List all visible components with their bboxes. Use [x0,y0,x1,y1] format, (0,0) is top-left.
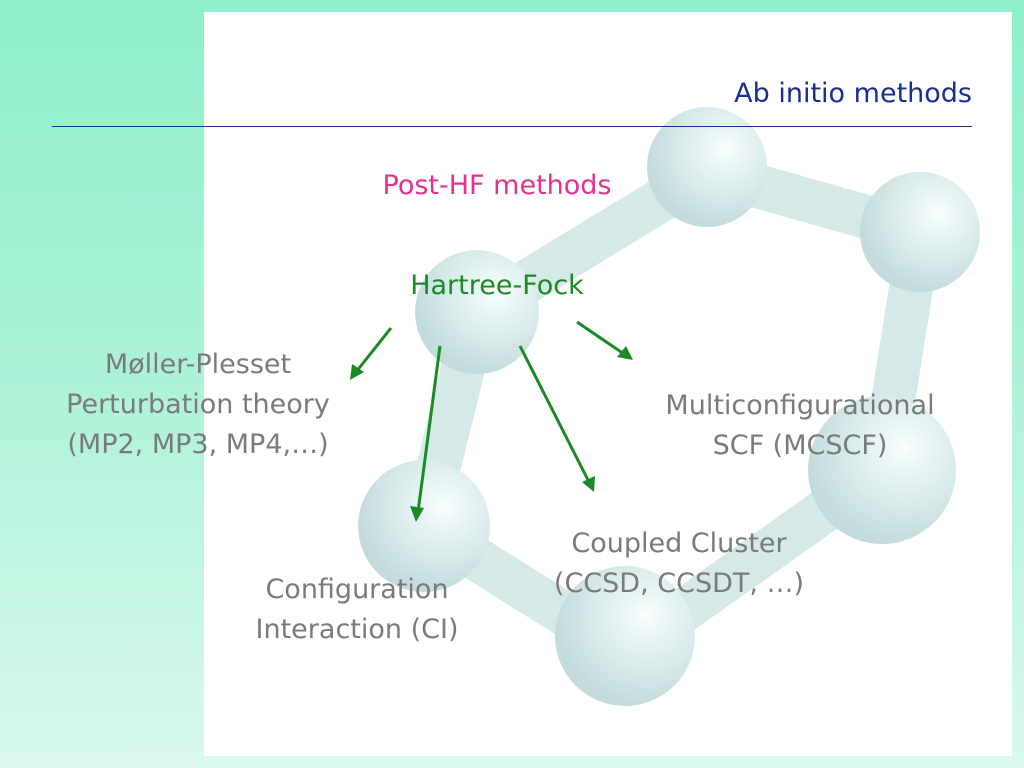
arrowhead-configuration-interaction [410,506,424,522]
moller-plesset-line-3: (MP2, MP3, MP4,…) [67,429,329,460]
arrow-to-coupled-cluster [518,345,591,483]
mcscf-line-2: SCF (MCSCF) [712,430,888,461]
configuration-interaction-line-1: Configuration [265,574,449,605]
configuration-interaction-line-2: Interaction (CI) [255,614,459,645]
arrow-to-mcscf [576,320,625,356]
mcscf-line-1: Multiconfigurational [665,390,935,421]
coupled-cluster-line-1: Coupled Cluster [571,528,787,559]
coupled-cluster-line-2: (CCSD, CCSDT, …) [553,568,805,599]
hartree-fock-label: Hartree-Fock [410,270,584,301]
moller-plesset-line-2: Perturbation theory [66,389,330,420]
coupled-cluster-label: Coupled Cluster (CCSD, CCSDT, …) [554,524,804,604]
moller-plesset-line-1: Møller-Plesset [104,349,292,380]
post-hf-heading: Post-HF methods [382,170,612,201]
method-arrows [350,320,633,522]
moller-plesset-label: Møller-Plesset Perturbation theory (MP2,… [66,345,330,465]
configuration-interaction-label: Configuration Interaction (CI) [256,570,459,650]
title-divider [52,126,972,127]
mcscf-label: Multiconfigurational SCF (MCSCF) [665,386,934,466]
molecule-atoms [358,107,980,706]
arrow-to-configuration-interaction [416,345,442,513]
slide-title: Ab initio methods [734,78,972,109]
arrowhead-mcscf [617,346,633,360]
arrow-to-moller-plesset [354,327,393,373]
arrowhead-moller-plesset [350,364,364,380]
arrowhead-coupled-cluster [582,476,595,492]
